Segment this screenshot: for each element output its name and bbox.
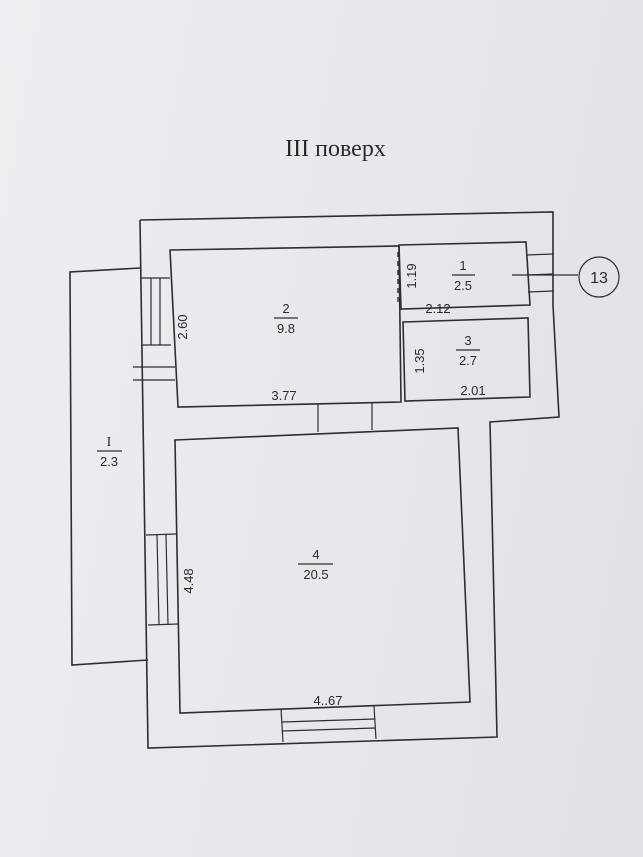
room-2-number: 2 — [282, 301, 289, 316]
room-1-number: 1 — [459, 258, 466, 273]
outer-wall — [139, 211, 560, 749]
balcony-area: 2.3 — [100, 454, 118, 469]
room-3-height-dim: 1.35 — [412, 348, 427, 373]
room-3-area: 2.7 — [459, 353, 477, 368]
room-4-outline — [174, 427, 471, 714]
room-2-outline — [169, 245, 402, 408]
room-2-width-dim: 3.77 — [271, 388, 296, 403]
room-3-number: 3 — [464, 333, 471, 348]
room-3-width-dim: 2.01 — [460, 383, 485, 398]
room-1-outline — [398, 241, 531, 310]
apartment-number-circle — [578, 256, 620, 298]
room-1-area: 2.5 — [454, 278, 472, 293]
room-1-height-dim: 1.19 — [404, 263, 419, 288]
balcony-outline — [69, 267, 149, 666]
room-4-width-dim: 4..67 — [314, 693, 343, 708]
balcony-number: I — [107, 435, 112, 450]
room-1-width-dim: 2.12 — [425, 301, 450, 316]
room-2-height-dim: 2.60 — [175, 314, 190, 339]
window-room-4-left — [145, 533, 179, 626]
room-4-height-dim: 4.48 — [181, 568, 196, 593]
balcony-door — [133, 366, 175, 381]
floor-title: III поверх — [285, 136, 386, 162]
room-3-outline — [402, 317, 531, 402]
window-room-2 — [140, 277, 171, 346]
room-2-area: 9.8 — [277, 321, 295, 336]
room-4-number: 4 — [312, 547, 319, 562]
apartment-number: 13 — [590, 270, 608, 287]
window-room-4-bottom — [280, 705, 377, 743]
room-4-area: 20.5 — [303, 567, 328, 582]
entrance-opening — [512, 253, 578, 293]
